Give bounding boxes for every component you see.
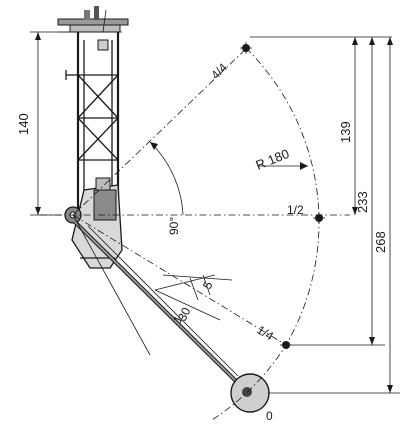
label-half: 1/2 — [287, 203, 304, 217]
level-points — [240, 42, 325, 349]
label-140: 140 — [16, 113, 31, 135]
label-quarter: 1/4 — [254, 323, 276, 344]
label-90-degrees: 90° — [167, 217, 181, 235]
dimension-233 — [290, 37, 385, 346]
dimension-139 — [250, 36, 392, 215]
float — [230, 373, 270, 413]
dimension-268 — [268, 37, 400, 394]
lattice-tower — [65, 9, 120, 215]
angle-markers — [154, 274, 233, 321]
label-5: 5 — [200, 279, 216, 291]
label-full: 4/4 — [208, 60, 230, 82]
radius-arc — [211, 47, 320, 421]
label-radius: R 180 — [254, 146, 292, 173]
label-empty: 0 — [266, 409, 273, 423]
mounting-flange — [57, 6, 129, 33]
dimension-140 — [30, 31, 70, 216]
center-lines — [40, 44, 350, 356]
float-arm — [73, 220, 247, 392]
label-233: 233 — [355, 191, 370, 213]
label-139: 139 — [338, 121, 353, 143]
label-30: 30 — [175, 305, 193, 323]
ninety-degree-arc — [149, 141, 184, 216]
label-268: 268 — [373, 231, 388, 253]
